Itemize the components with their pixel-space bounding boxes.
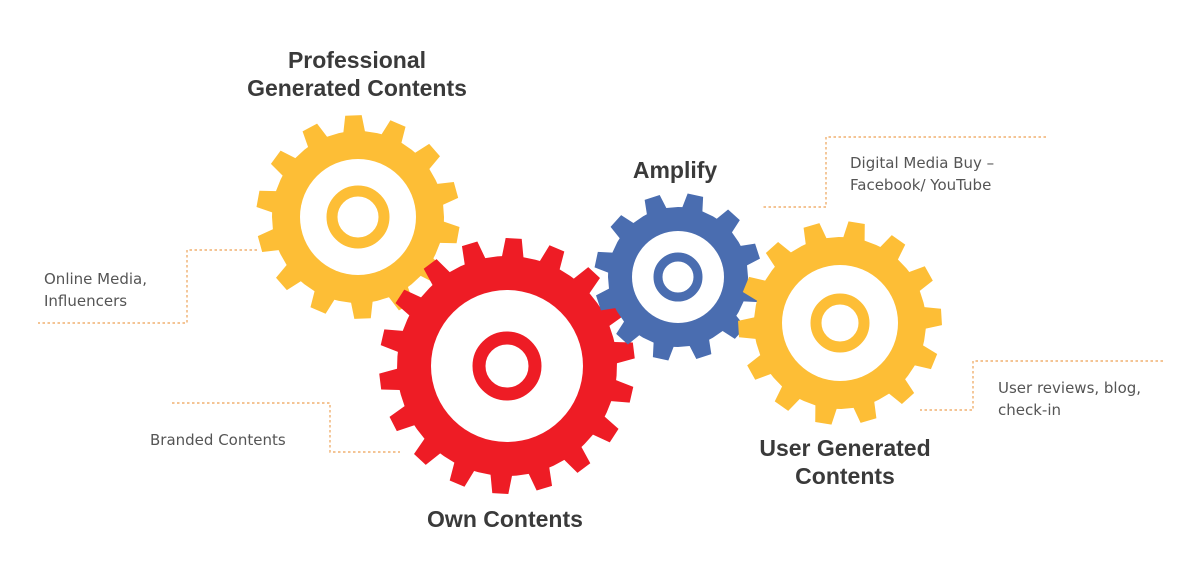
leader-user-reviews [920, 360, 1163, 411]
leader-online-media [38, 249, 257, 324]
title-own-text: Own Contents [427, 506, 583, 532]
professional-gear-hub [326, 185, 390, 249]
leader-lines [38, 136, 1163, 453]
note-user-reviews: User reviews, blog, check-in [998, 377, 1141, 421]
own-contents-gear-inner-face [431, 290, 583, 442]
title-own-contents: Own Contents [405, 505, 605, 533]
leader-branded [172, 402, 400, 453]
title-user-generated-contents: User Generated Contents [735, 434, 955, 490]
title-amplify: Amplify [615, 156, 735, 184]
note-digital-line1: Digital Media Buy – [850, 154, 995, 172]
title-professional-line1: Professional [287, 47, 427, 73]
note-online-media: Online Media, Influencers [44, 268, 147, 312]
title-professional-generated-contents: Professional Generated Contents [232, 46, 482, 102]
title-user-line2: Contents [795, 463, 895, 489]
user-generated-gear [738, 221, 942, 425]
note-user-reviews-line2: check-in [998, 401, 1062, 419]
note-digital-line2: Facebook/ YouTube [850, 176, 992, 194]
leader-digital-media [762, 136, 1046, 208]
note-user-reviews-line1: User reviews, blog, [998, 379, 1142, 397]
professional-gear [256, 115, 460, 319]
amplify-gear-hub [653, 252, 703, 302]
own-contents-gear [379, 238, 635, 494]
own-contents-gear-hub [472, 331, 542, 401]
user-generated-gear-inner-face [782, 265, 898, 381]
note-branded-contents: Branded Contents [150, 429, 286, 451]
note-digital-media-buy: Digital Media Buy – Facebook/ YouTube [850, 152, 994, 196]
title-amplify-text: Amplify [632, 157, 718, 183]
note-online-media-line1: Online Media, [44, 270, 147, 288]
title-user-line1: User Generated [759, 435, 931, 461]
amplify-gear-inner-face [632, 231, 724, 323]
amplify-gear [594, 193, 762, 361]
note-branded-text: Branded Contents [150, 431, 286, 449]
professional-gear-inner-face [300, 159, 416, 275]
note-online-media-line2: Influencers [44, 292, 128, 310]
user-generated-gear-hub [810, 293, 870, 353]
title-professional-line2: Generated Contents [247, 75, 467, 101]
